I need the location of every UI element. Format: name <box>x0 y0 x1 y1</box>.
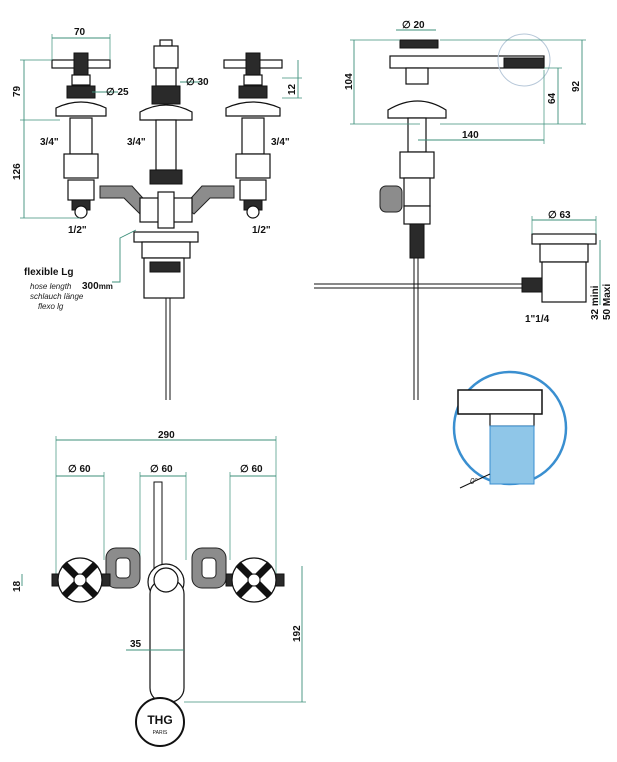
dim-waste-max: 50 Maxi <box>602 284 613 320</box>
hose-line-es: flexo lg <box>38 302 64 311</box>
dim-front-handle-width: 70 <box>74 27 86 38</box>
dim-side-height: 104 <box>344 73 355 90</box>
dim-side-spout-reach: 140 <box>462 130 479 141</box>
dim-front-height-body: 126 <box>12 163 23 180</box>
thread-waste: 1"1/4 <box>525 314 550 325</box>
hose-line-de: schlauch länge <box>30 292 84 301</box>
side-view: ∅ 20 104 140 64 92 <box>314 20 586 400</box>
dim-side-spout-height: 64 <box>547 92 558 104</box>
dim-plan-spout-width: 35 <box>130 639 142 650</box>
dim-front-spout-dia: ∅ 25 <box>106 87 129 98</box>
dim-front-height-top: 79 <box>12 85 23 97</box>
dim-waste-dia: ∅ 63 <box>548 210 571 221</box>
hose-length-value: 300 <box>82 281 99 292</box>
plan-spout <box>147 481 185 703</box>
thread-bottom-left: 1/2" <box>68 225 87 236</box>
dim-waste-min: 32 mini <box>590 285 601 320</box>
plan-right-handle <box>225 557 285 603</box>
dim-plan-dia-center: ∅ 60 <box>150 464 173 475</box>
plan-view: 290 ∅ 60 ∅ 60 ∅ 60 <box>12 430 306 747</box>
waste-detail: ∅ 63 32 mini 50 Maxi 1"1/4 <box>521 210 613 325</box>
hose-line-en: hose length <box>30 282 72 291</box>
thread-top-right: 3/4" <box>271 137 290 148</box>
right-valve <box>223 52 283 219</box>
front-waste <box>133 231 199 400</box>
thread-bottom-right: 1/2" <box>252 225 271 236</box>
hose-title: flexible Lg <box>24 267 73 278</box>
dim-plan-spout-length: 192 <box>292 625 303 642</box>
dim-plan-width: 290 <box>158 430 175 441</box>
center-spout <box>139 39 193 185</box>
hose-length: 300mm <box>82 281 113 292</box>
left-valve <box>51 52 111 219</box>
dim-plan-handle-depth: 18 <box>12 580 23 592</box>
dim-plan-dia-right: ∅ 60 <box>240 464 263 475</box>
thg-logo: THG PARIS <box>135 697 185 747</box>
thread-top-center: 3/4" <box>127 137 146 148</box>
logo-sub: PARIS <box>153 730 168 736</box>
dim-front-center-dia: ∅ 30 <box>186 77 209 88</box>
dim-side-top-dia: ∅ 20 <box>402 20 425 31</box>
dim-side-total-height: 92 <box>571 80 582 92</box>
zoom-detail: 0° <box>452 370 568 489</box>
hose-length-unit: mm <box>99 282 113 291</box>
logo-brand: THG <box>147 713 172 727</box>
dim-front-offset: 12 <box>287 83 298 95</box>
front-view: 70 79 126 ∅ 25 ∅ 30 12 3/4" 3/4" 3/4" 1/… <box>12 27 302 400</box>
dim-tilt-angle: 0° <box>470 477 478 486</box>
thread-top-left: 3/4" <box>40 137 59 148</box>
plan-left-handle <box>51 557 111 603</box>
dim-plan-dia-left: ∅ 60 <box>68 464 91 475</box>
